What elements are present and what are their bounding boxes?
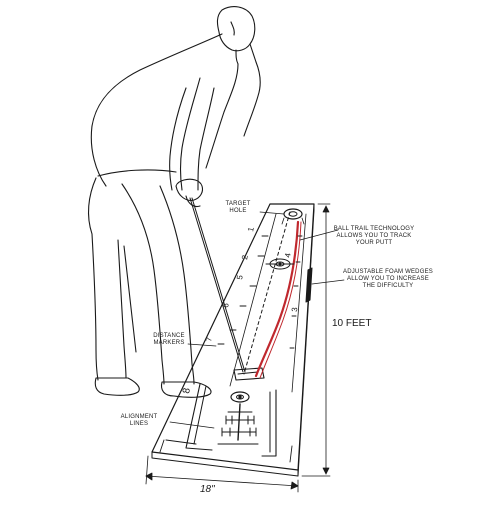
mat-number-7: 7 xyxy=(204,336,214,342)
ball-trail-label-line3: YOUR PUTT xyxy=(355,240,393,246)
ball-trail xyxy=(254,220,300,378)
golfer-back-shoe xyxy=(94,377,140,396)
callout-leaders xyxy=(169,211,345,429)
golfer-figure xyxy=(87,6,261,398)
foam-wedges-label-line3: THE DIFFICULTY xyxy=(362,283,414,289)
alignment-area xyxy=(159,383,293,463)
alignment-lines-label-line2: LINES xyxy=(129,421,149,427)
putting-mat xyxy=(151,203,315,477)
mat-number-2: 2 xyxy=(240,254,250,260)
golfer-front-leg xyxy=(121,183,165,385)
width-dimension xyxy=(145,455,299,493)
putter xyxy=(189,197,265,381)
mid-target xyxy=(265,258,295,270)
golfer-back xyxy=(90,33,223,187)
mat-number-5: 5 xyxy=(235,274,245,280)
ball-trail-label: BALL TRAIL TECHNOLOGY ALLOWS YOU TO TRAC… xyxy=(331,226,417,247)
alignment-bracket-right xyxy=(261,389,277,457)
length-dimension xyxy=(301,203,331,477)
alignment-lines-label: ALIGNMENT LINES xyxy=(112,414,166,428)
golfer-back-leg xyxy=(91,233,99,381)
distance-markers-label-line1: DISTANCE xyxy=(153,333,185,339)
putter-shaft xyxy=(189,197,244,373)
foam-wedge xyxy=(305,267,313,303)
golfer-head xyxy=(216,6,256,52)
mat-number-3: 3 xyxy=(290,306,299,312)
ball-start-target xyxy=(230,391,250,403)
mat-number-4: 4 xyxy=(283,252,293,258)
ball-trail-label-line2: ALLOWS YOU TO TRACK xyxy=(336,233,412,239)
foam-wedges-label-line2: ALLOW YOU TO INCREASE xyxy=(347,276,429,282)
ball-trail-label-line1: BALL TRAIL TECHNOLOGY xyxy=(333,226,415,232)
distance-ticks xyxy=(217,235,303,349)
putter-head xyxy=(233,367,265,381)
alignment-lines-label-line1: ALIGNMENT xyxy=(120,414,158,420)
distance-markers-label-line2: MARKERS xyxy=(153,340,185,346)
golfer-arm xyxy=(179,77,201,191)
mat-number-1: 1 xyxy=(246,226,256,232)
width-label: 18" xyxy=(200,484,215,495)
target-hole-label-line1: TARGET xyxy=(225,201,251,207)
target-hole-label-line2: HOLE xyxy=(229,208,247,214)
mat-number-6: 6 xyxy=(221,302,231,308)
mat-number-8: 8 xyxy=(181,387,193,395)
foam-wedges-label-line1: ADJUSTABLE FOAM WEDGES xyxy=(343,269,433,275)
mat-number-group: 1 2 3 4 5 6 7 8 xyxy=(181,226,299,395)
target-hole xyxy=(281,208,305,225)
distance-markers-label: DISTANCE MARKERS xyxy=(147,333,191,347)
foam-wedges-label: ADJUSTABLE FOAM WEDGES ALLOW YOU TO INCR… xyxy=(342,269,434,290)
alignment-bracket-left xyxy=(185,383,213,451)
mat-center-line xyxy=(243,211,291,375)
target-hole-label: TARGET HOLE xyxy=(218,201,258,215)
length-label: 10 FEET xyxy=(332,318,372,329)
